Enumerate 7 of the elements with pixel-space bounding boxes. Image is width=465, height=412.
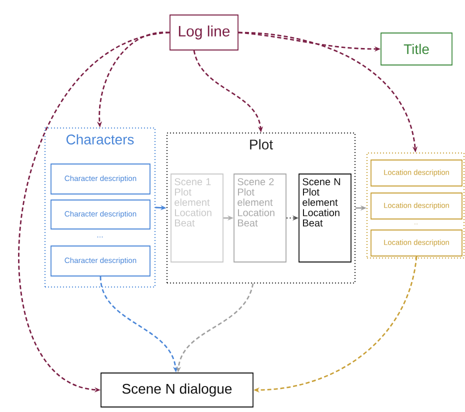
- ellipsis: ...: [97, 236, 103, 238]
- output-box: Scene N dialogue: [100, 372, 254, 408]
- scene-box: Scene 2 Plot element Location Beat: [234, 174, 286, 262]
- group-box: [366, 152, 464, 258]
- process-box: Log line: [170, 14, 238, 50]
- title-box: Title: [380, 32, 452, 66]
- scene-box: Scene N Plot element Location Beat: [298, 174, 352, 262]
